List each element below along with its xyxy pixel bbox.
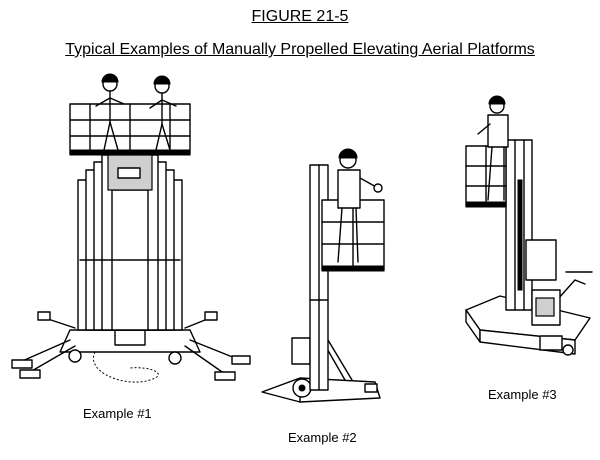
example-1-illustration [11, 73, 251, 383]
example-3-caption: Example #3 [488, 387, 557, 402]
example-3-illustration [465, 95, 593, 356]
figure-title: FIGURE 21-5 [251, 8, 349, 25]
example-2-illustration [261, 148, 385, 403]
figure-subtitle: Typical Examples of Manually Propelled E… [65, 41, 535, 58]
example-2-caption: Example #2 [288, 430, 357, 445]
example-1-caption: Example #1 [83, 406, 152, 421]
